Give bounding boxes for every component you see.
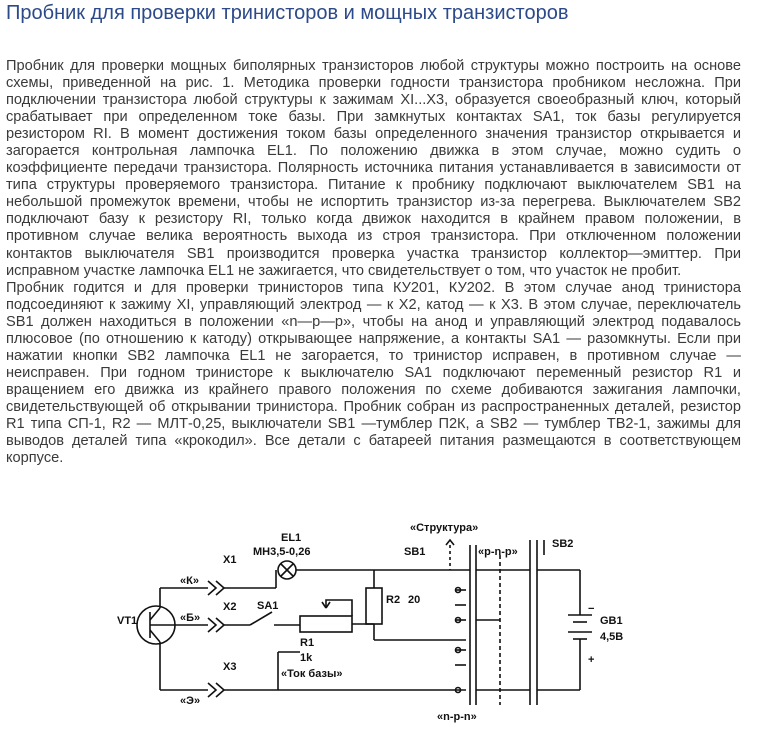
article-body: Пробник для проверки мощных биполярных т… bbox=[6, 58, 741, 467]
resistor-r2-symbol bbox=[365, 587, 383, 625]
lamp-type-label: МН3,5-0,26 bbox=[253, 546, 310, 558]
resistor-r1-label: R1 bbox=[300, 637, 314, 649]
resistor-r2-value: 20 bbox=[408, 594, 420, 606]
resistor-r1-value: 1k bbox=[300, 652, 313, 664]
page-title: Пробник для проверки тринисторов и мощны… bbox=[6, 2, 569, 24]
emitter-label: «Э» bbox=[180, 695, 200, 707]
resistor-r2-label: R2 bbox=[386, 594, 400, 606]
terminal-x1-label: X1 bbox=[223, 554, 236, 566]
switch-sa1-label: SA1 bbox=[257, 600, 278, 612]
position-pnp-label: «р-n-р» bbox=[478, 546, 518, 558]
circuit-schematic: VT1 «К» X1 «Б» X2 «Э» X3 EL1 МН3,5-0,26 bbox=[117, 522, 623, 723]
terminal-x3-label: X3 bbox=[223, 661, 236, 673]
structure-label: «Структура» bbox=[410, 522, 478, 534]
resistor-r1-description: «Ток базы» bbox=[281, 668, 342, 680]
collector-label: «К» bbox=[180, 575, 199, 587]
article-paragraph-1: Пробник для проверки мощных биполярных т… bbox=[6, 58, 741, 279]
battery-voltage-label: 4,5В bbox=[600, 631, 623, 643]
battery-plus-label: + bbox=[588, 654, 594, 666]
base-label: «Б» bbox=[180, 612, 200, 624]
resistor-r1-symbol bbox=[299, 615, 353, 633]
article-paragraph-2: Пробник годится и для проверки тринистор… bbox=[6, 279, 741, 467]
switch-sb1-label: SB1 bbox=[404, 546, 425, 558]
lamp-el1-label: EL1 bbox=[281, 532, 301, 544]
switch-sb2-label: SB2 bbox=[552, 538, 573, 550]
battery-minus-label: − bbox=[588, 603, 594, 615]
battery-gb1-label: GB1 bbox=[600, 615, 623, 627]
terminal-x2-label: X2 bbox=[223, 601, 236, 613]
transistor-vt1-label: VT1 bbox=[117, 615, 137, 627]
position-npn-label: «n-р-n» bbox=[437, 711, 477, 723]
